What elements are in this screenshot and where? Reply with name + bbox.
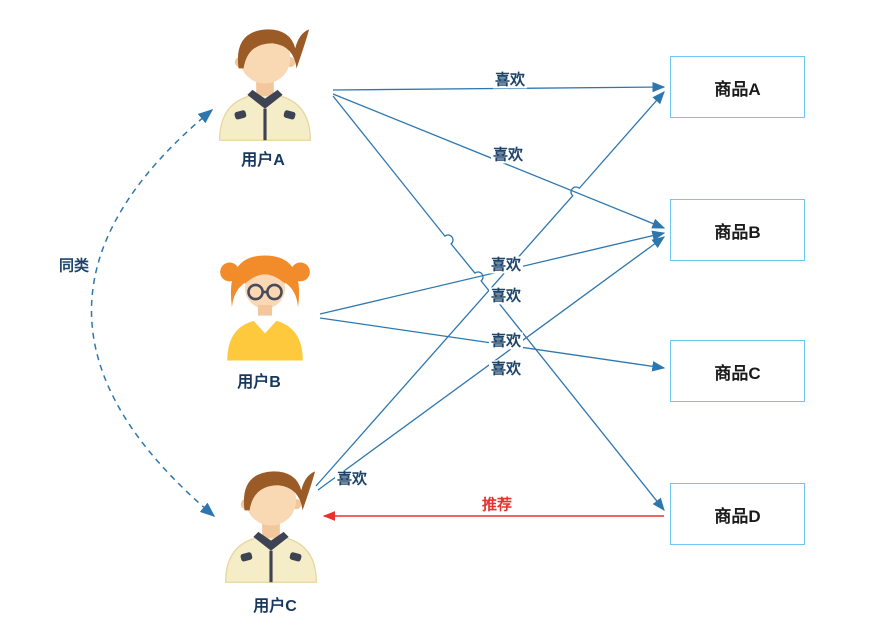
product-b-label: 商品B: [714, 222, 761, 242]
like-edge-userC-productB: [317, 236, 666, 491]
product-a-label: 商品A: [714, 79, 761, 99]
user-b-avatar: [218, 254, 312, 362]
product-d-box: 商品D: [670, 483, 805, 545]
user-a-label: 用户A: [241, 152, 285, 169]
like-edge-userB-productB: [319, 230, 666, 315]
user-c-label: 用户C: [253, 598, 297, 615]
product-d-label: 商品D: [714, 506, 761, 526]
user-b-label: 用户B: [237, 374, 281, 391]
like-edge-userA-productA: [332, 81, 666, 93]
product-a-box: 商品A: [670, 56, 805, 118]
like-edge-userA-productB: [332, 93, 666, 229]
similar-users-arc: [90, 109, 216, 517]
product-c-label: 商品C: [714, 363, 761, 383]
product-b-box: 商品B: [670, 199, 805, 261]
product-c-box: 商品C: [670, 340, 805, 402]
like-edge-userA-productD: [332, 95, 665, 512]
like-edge-userC-productA: [315, 91, 665, 487]
like-edge-userB-productC: [319, 317, 666, 372]
user-c-avatar: [224, 469, 318, 584]
user-a-avatar: [218, 27, 312, 142]
